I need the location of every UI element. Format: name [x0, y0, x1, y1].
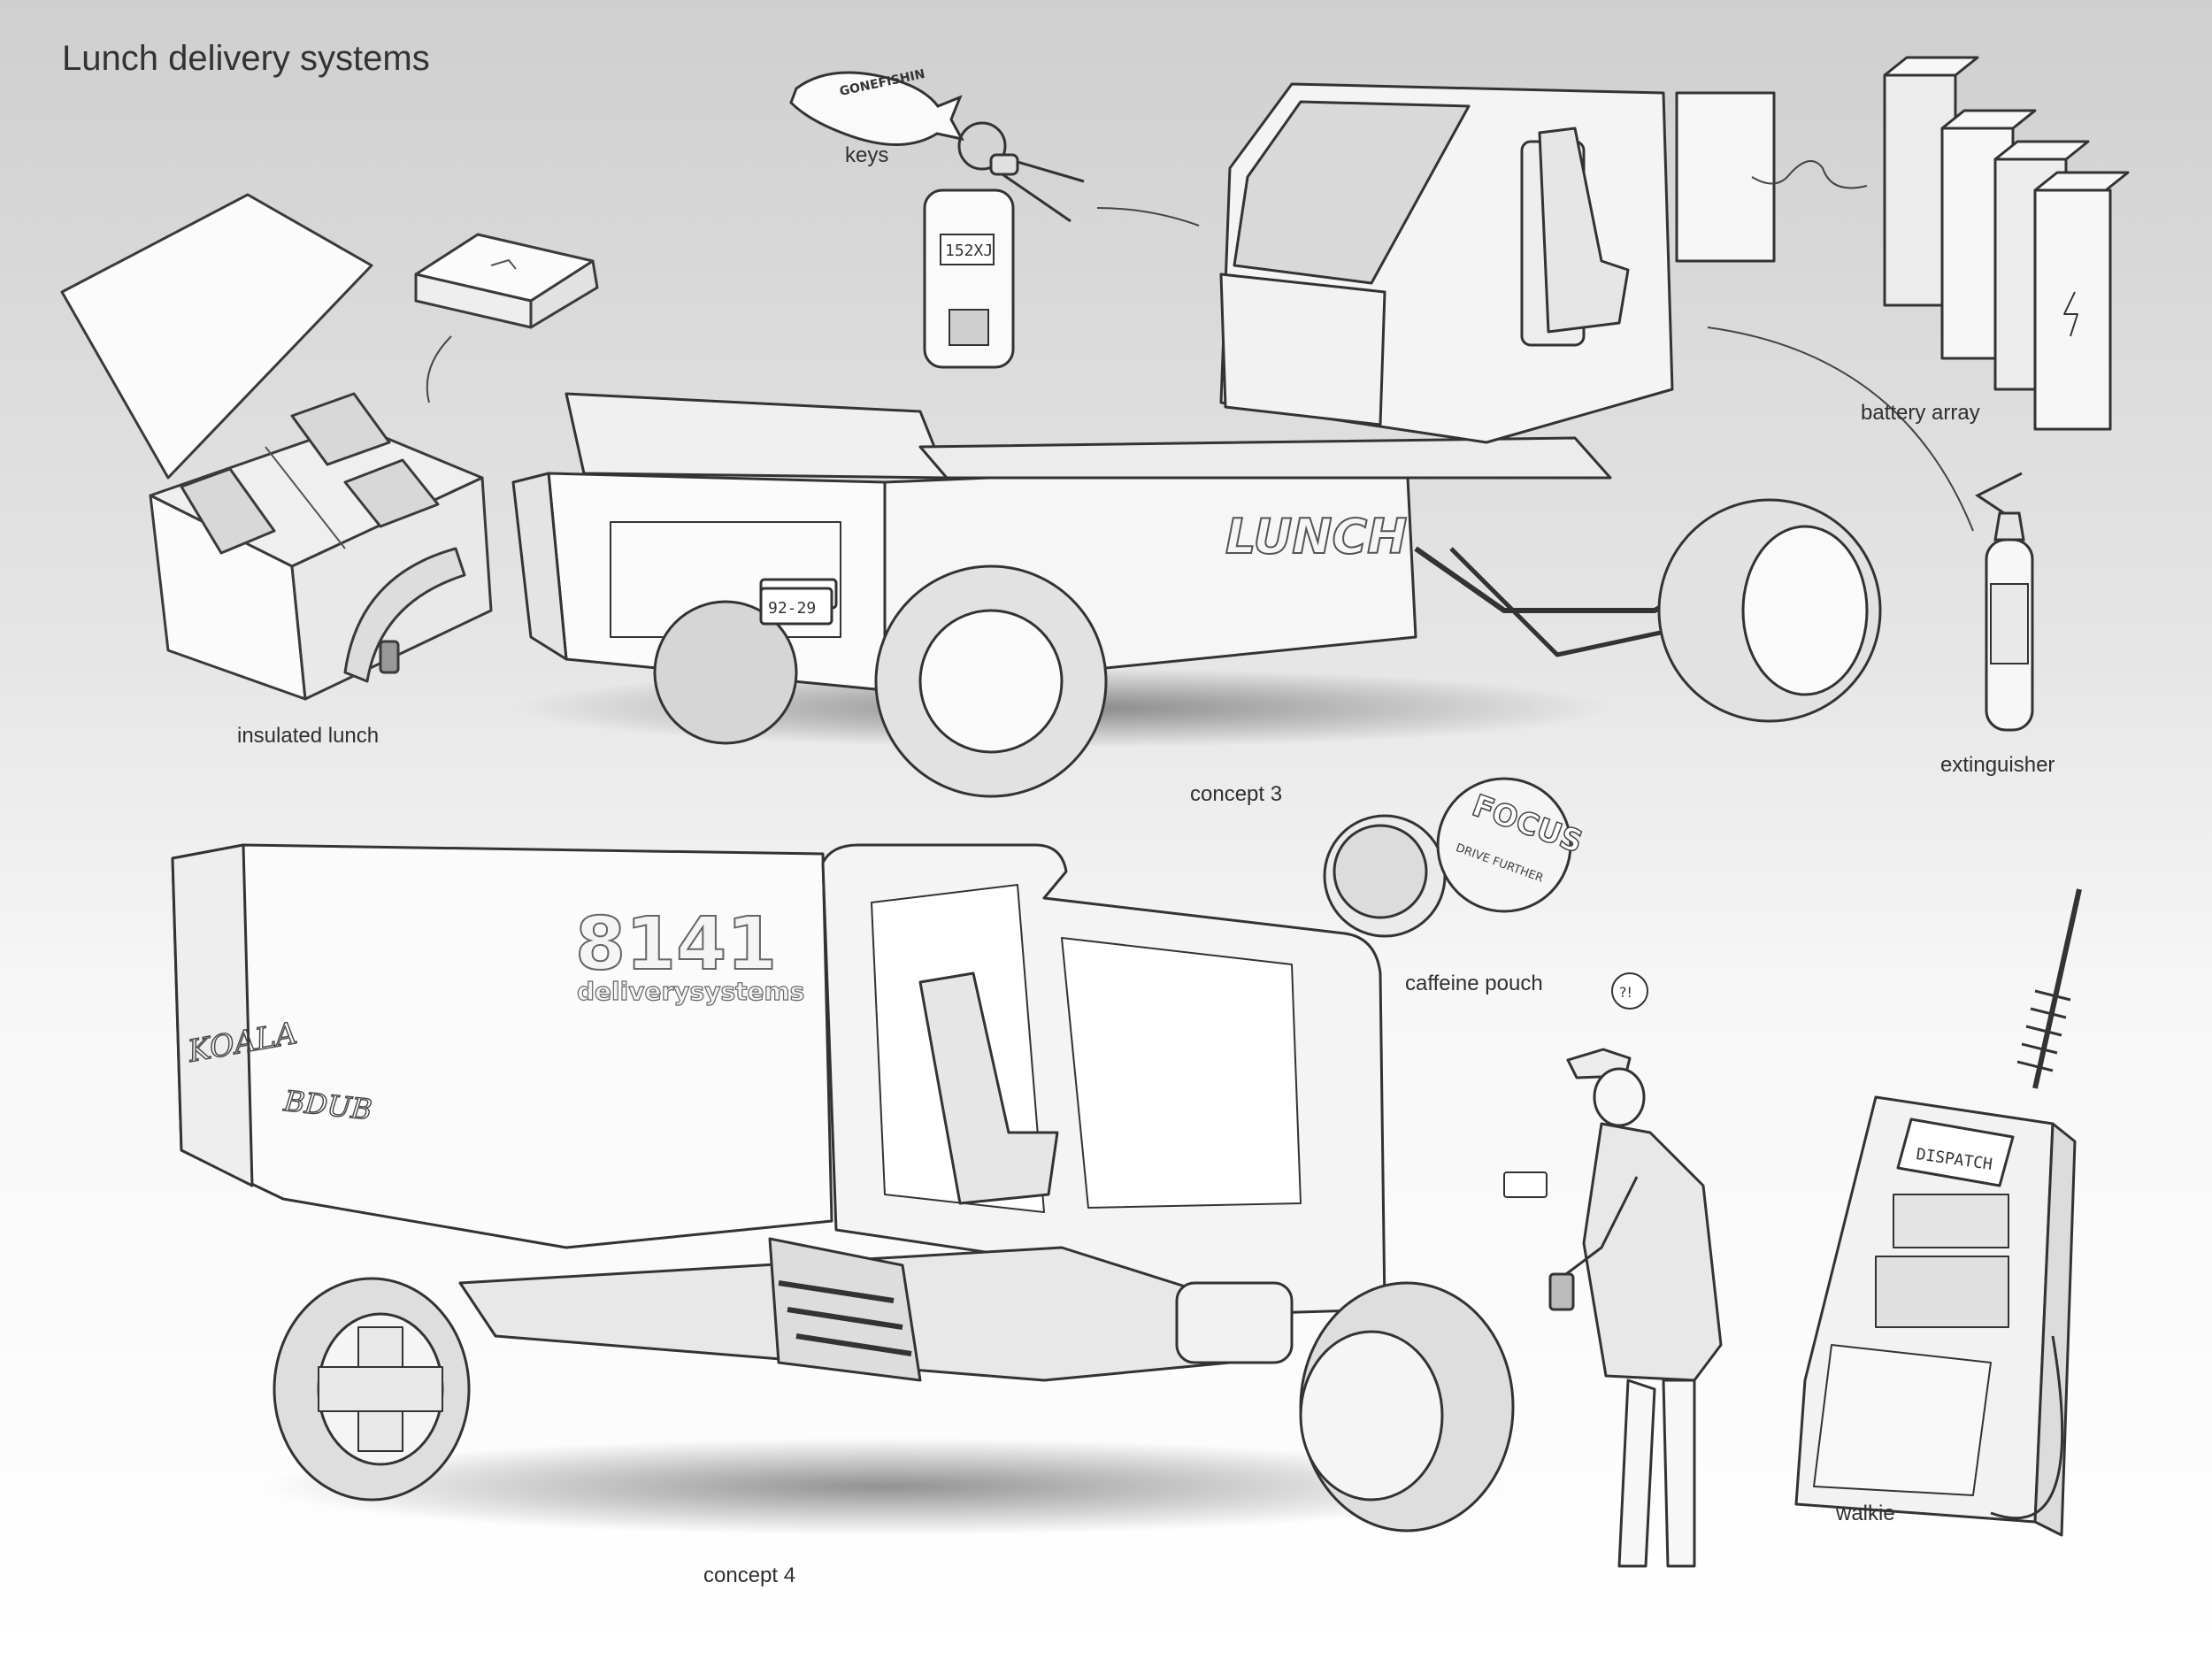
- label-extinguisher: extinguisher: [1940, 753, 2055, 777]
- arrow-connector: [426, 335, 452, 403]
- radio-chatter-bubble: [1503, 1171, 1548, 1198]
- key-tag-text: 152XJ: [945, 242, 993, 260]
- delivery-worker-figure: [1548, 1048, 1723, 1568]
- ground-shadow: [265, 1438, 1504, 1535]
- label-insulated-lunch: insulated lunch: [237, 724, 380, 748]
- concept-3-vehicle: [511, 82, 1882, 798]
- label-keys: keys: [845, 143, 889, 167]
- concept-4-vehicle: [171, 843, 1515, 1532]
- label-walkie: walkie: [1836, 1502, 1895, 1525]
- takeout-container: [414, 233, 599, 329]
- van-number-text: 8141: [575, 902, 777, 987]
- label-caffeine-pouch: caffeine pouch: [1405, 972, 1543, 995]
- lunch-logo-text: LUNCH: [1225, 509, 1407, 565]
- label-concept-4: concept 4: [703, 1563, 796, 1587]
- arrow-connector: [1751, 160, 1868, 189]
- keys-drawing: [789, 71, 1085, 369]
- label-battery-array: battery array: [1861, 401, 1980, 425]
- walkie-drawing: [1794, 888, 2082, 1537]
- insulated-lunch-bag: [60, 193, 493, 701]
- caffeine-pouch-tin: [1323, 777, 1572, 938]
- license-plate-text: 92-29: [768, 599, 816, 618]
- van-brand-text: deliverysystems: [577, 977, 804, 1006]
- label-concept-3: concept 3: [1190, 782, 1283, 806]
- speech-bubble-text: ?!: [1619, 984, 1632, 1001]
- arrow-connector: [1707, 326, 1974, 532]
- speech-bubble: [1611, 972, 1648, 1010]
- battery-array-drawing: [1883, 56, 2130, 431]
- arrow-connector: [1096, 207, 1200, 227]
- extinguisher-drawing: [1975, 472, 2034, 732]
- sheet-title: Lunch delivery systems: [62, 39, 430, 78]
